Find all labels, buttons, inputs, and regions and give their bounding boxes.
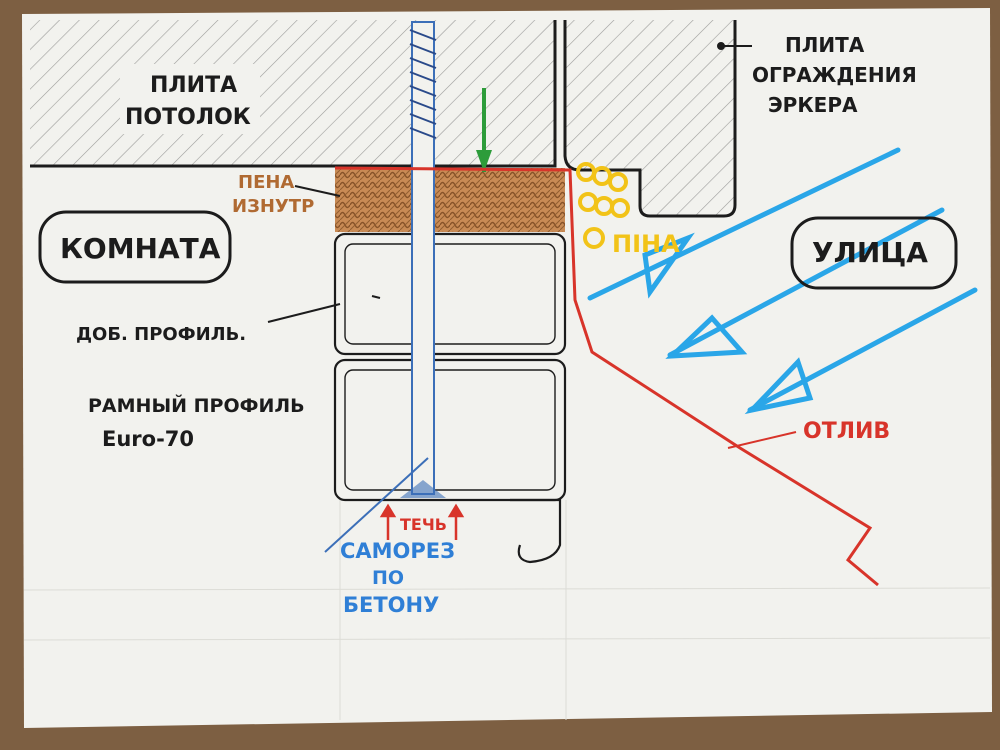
extension-profile-label: ДОБ. ПРОФИЛЬ.: [76, 324, 246, 345]
foam-inside-label-1: ПЕНА: [238, 172, 294, 193]
screw: [324, 21, 446, 553]
bay-slab-label-3: ЭРКЕРА: [768, 93, 858, 117]
rain-arrow-head-2: [665, 314, 748, 359]
labels: ПЛИТА ПОТОЛОК ПЛИТА ОГРАЖДЕНИЯ ЭРКЕРА КО…: [60, 33, 928, 451]
screw-labels: САМОРЕЗ ПО БЕТОНУ: [340, 539, 455, 617]
green-anchor: [476, 88, 492, 172]
frame-profile-label-1: РАМНЫЙ ПРОФИЛЬ: [88, 394, 305, 417]
extension-profile: [333, 232, 567, 356]
bay-slab-label-2: ОГРАЖДЕНИЯ: [752, 63, 917, 87]
foam-outside-blobs: [576, 162, 630, 249]
ceiling-slab-label-2: ПОТОЛОК: [125, 105, 251, 130]
street-label: УЛИЦА: [812, 236, 928, 269]
street-box: [790, 216, 958, 290]
leak-label: ТЕЧЬ: [400, 515, 447, 534]
screw-label-2: ПО: [372, 567, 404, 589]
sill-label: ОТЛИВ: [803, 419, 890, 444]
foam-inside-labels: ПЕНА ИЗНУТР: [232, 172, 314, 217]
sill-leader-line: [727, 431, 797, 449]
paper-sheet: [22, 8, 992, 728]
foam-outside-label: ПІНА: [612, 230, 680, 258]
foam-inside-texture: [335, 168, 565, 232]
sill-flashing: [334, 166, 879, 587]
ceiling-slab-label: ПЛИТА: [150, 73, 237, 98]
ceiling-slab: [30, 20, 557, 168]
rain-arrow-2: [667, 207, 945, 358]
bay-slab-label-1: ПЛИТА: [785, 33, 865, 57]
rain-arrows: [587, 147, 978, 415]
rain-arrow-head-3: [744, 357, 814, 415]
callout-lines: [267, 42, 752, 323]
room-label: КОМНАТА: [60, 232, 221, 265]
rain-arrow-3: [747, 287, 978, 413]
screw-label-1: САМОРЕЗ: [340, 539, 455, 563]
faint-grid: [23, 500, 991, 720]
profiles: [333, 232, 567, 564]
frame-profile: [333, 358, 567, 502]
foam-inside-label-2: ИЗНУТР: [232, 196, 314, 217]
rain-arrow-head-1: [642, 232, 695, 299]
frame-profile-label-2: Euro-70: [102, 427, 194, 451]
leak-marks: [379, 503, 465, 540]
room-box: [38, 210, 232, 284]
bay-slab: [563, 20, 737, 218]
screw-label-3: БЕТОНУ: [343, 593, 439, 617]
rain-arrow-1: [587, 147, 901, 301]
